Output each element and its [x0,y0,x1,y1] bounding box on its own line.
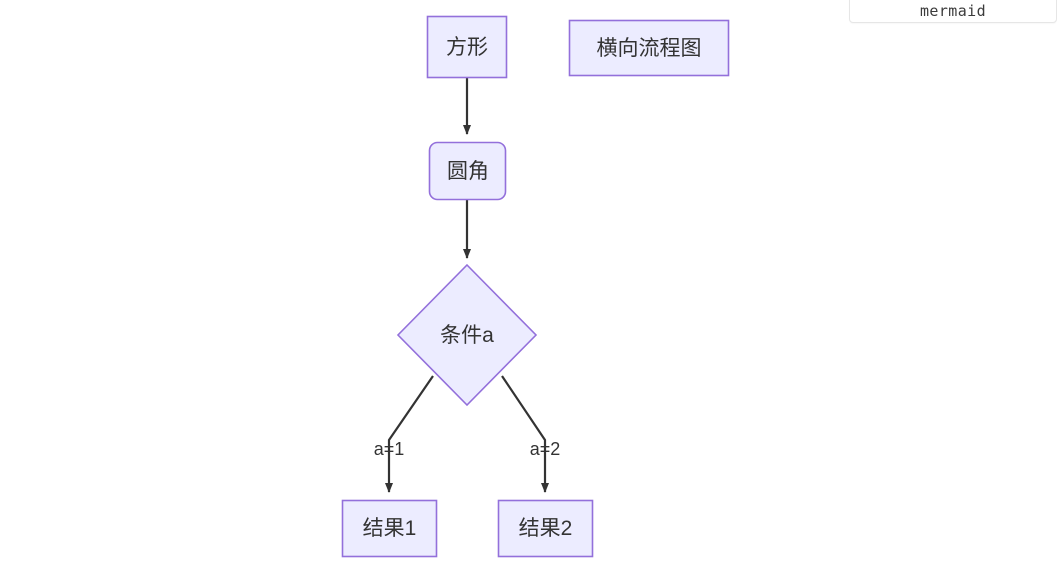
mermaid-tab-label: mermaid [919,2,986,20]
node-F-shape[interactable] [568,19,730,77]
node-D-shape[interactable] [341,499,438,558]
node-B-shape[interactable] [428,141,507,201]
node-E-shape[interactable] [497,499,594,558]
node-C-shape[interactable] [396,263,538,407]
edge-C-E [501,375,549,493]
node-group [341,15,730,558]
edge-group [385,77,549,493]
mermaid-tab[interactable]: mermaid [849,0,1057,23]
node-A-shape[interactable] [426,15,508,79]
edge-C-D [385,375,434,493]
